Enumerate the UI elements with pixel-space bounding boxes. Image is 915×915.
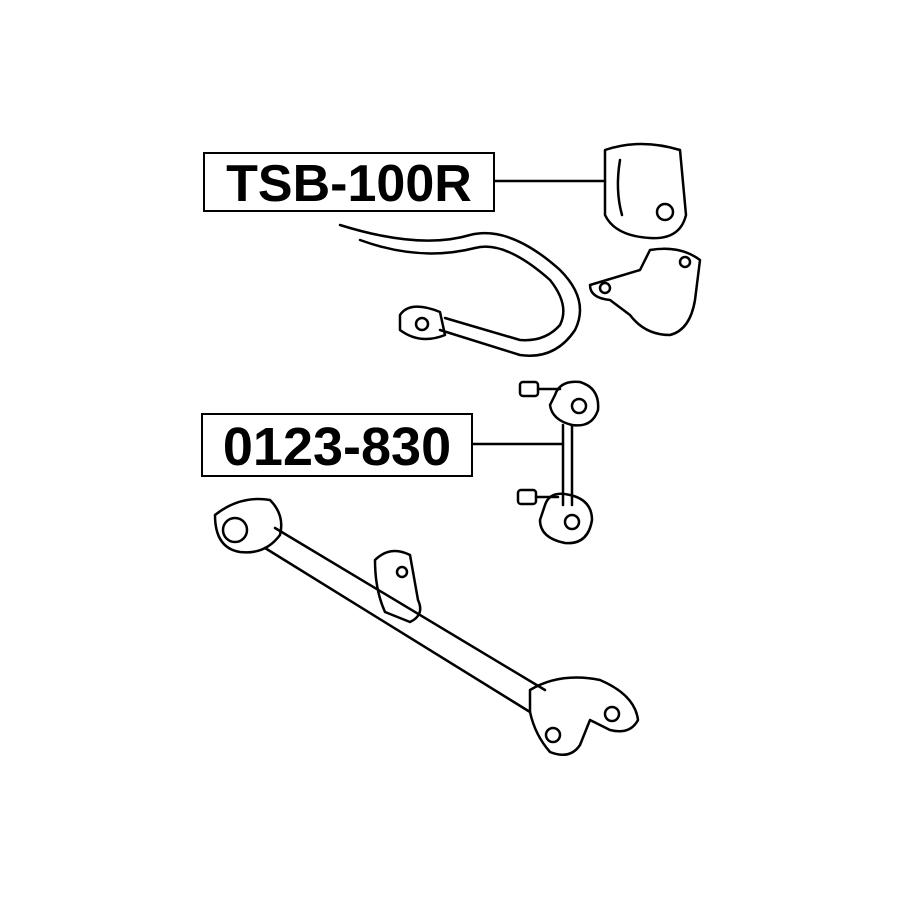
stabilizer-bushing bbox=[603, 142, 688, 240]
leader-lines bbox=[471, 179, 607, 446]
part-number-label-bushing: TSB-100R bbox=[203, 152, 495, 212]
lateral-control-arm bbox=[213, 497, 640, 757]
part-number-label-link: 0123-830 bbox=[201, 413, 473, 477]
stabilizer-bar bbox=[338, 223, 582, 357]
stabilizer-bracket bbox=[588, 247, 702, 337]
stabilizer-link bbox=[516, 380, 600, 545]
